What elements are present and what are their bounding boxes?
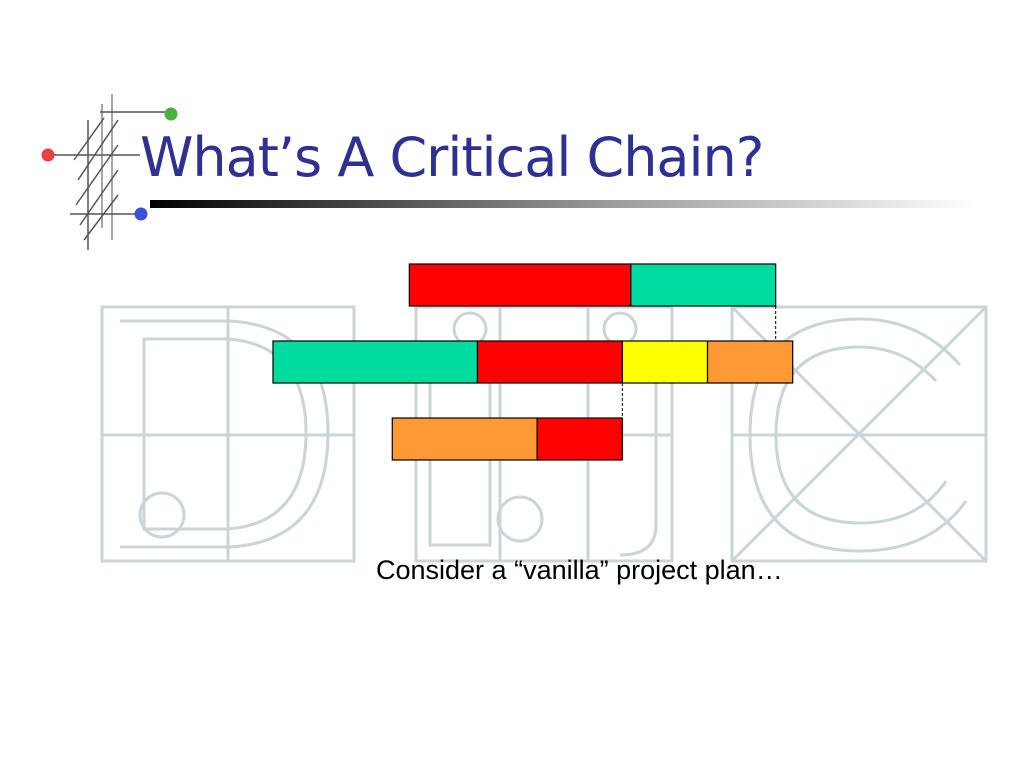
chain-3-row xyxy=(391,417,623,461)
task-bar xyxy=(536,417,623,461)
task-bar xyxy=(706,340,794,384)
task-bar xyxy=(408,263,632,307)
task-bar xyxy=(476,340,623,384)
task-bar xyxy=(391,417,538,461)
task-bar xyxy=(272,340,479,384)
red-bullet-icon xyxy=(41,148,55,162)
chain-1-row xyxy=(408,263,777,307)
chain-2-row xyxy=(272,340,794,384)
hatch-grid-icon xyxy=(52,94,170,250)
task-bar xyxy=(621,340,709,384)
green-bullet-icon xyxy=(164,107,178,121)
title-underline xyxy=(150,200,980,208)
watermark-letter-d xyxy=(100,305,356,563)
blue-bullet-icon xyxy=(134,207,148,221)
slide-title: What’s A Critical Chain? xyxy=(140,126,764,189)
slide-caption: Consider a “vanilla” project plan… xyxy=(376,555,783,585)
task-bar xyxy=(630,263,777,307)
